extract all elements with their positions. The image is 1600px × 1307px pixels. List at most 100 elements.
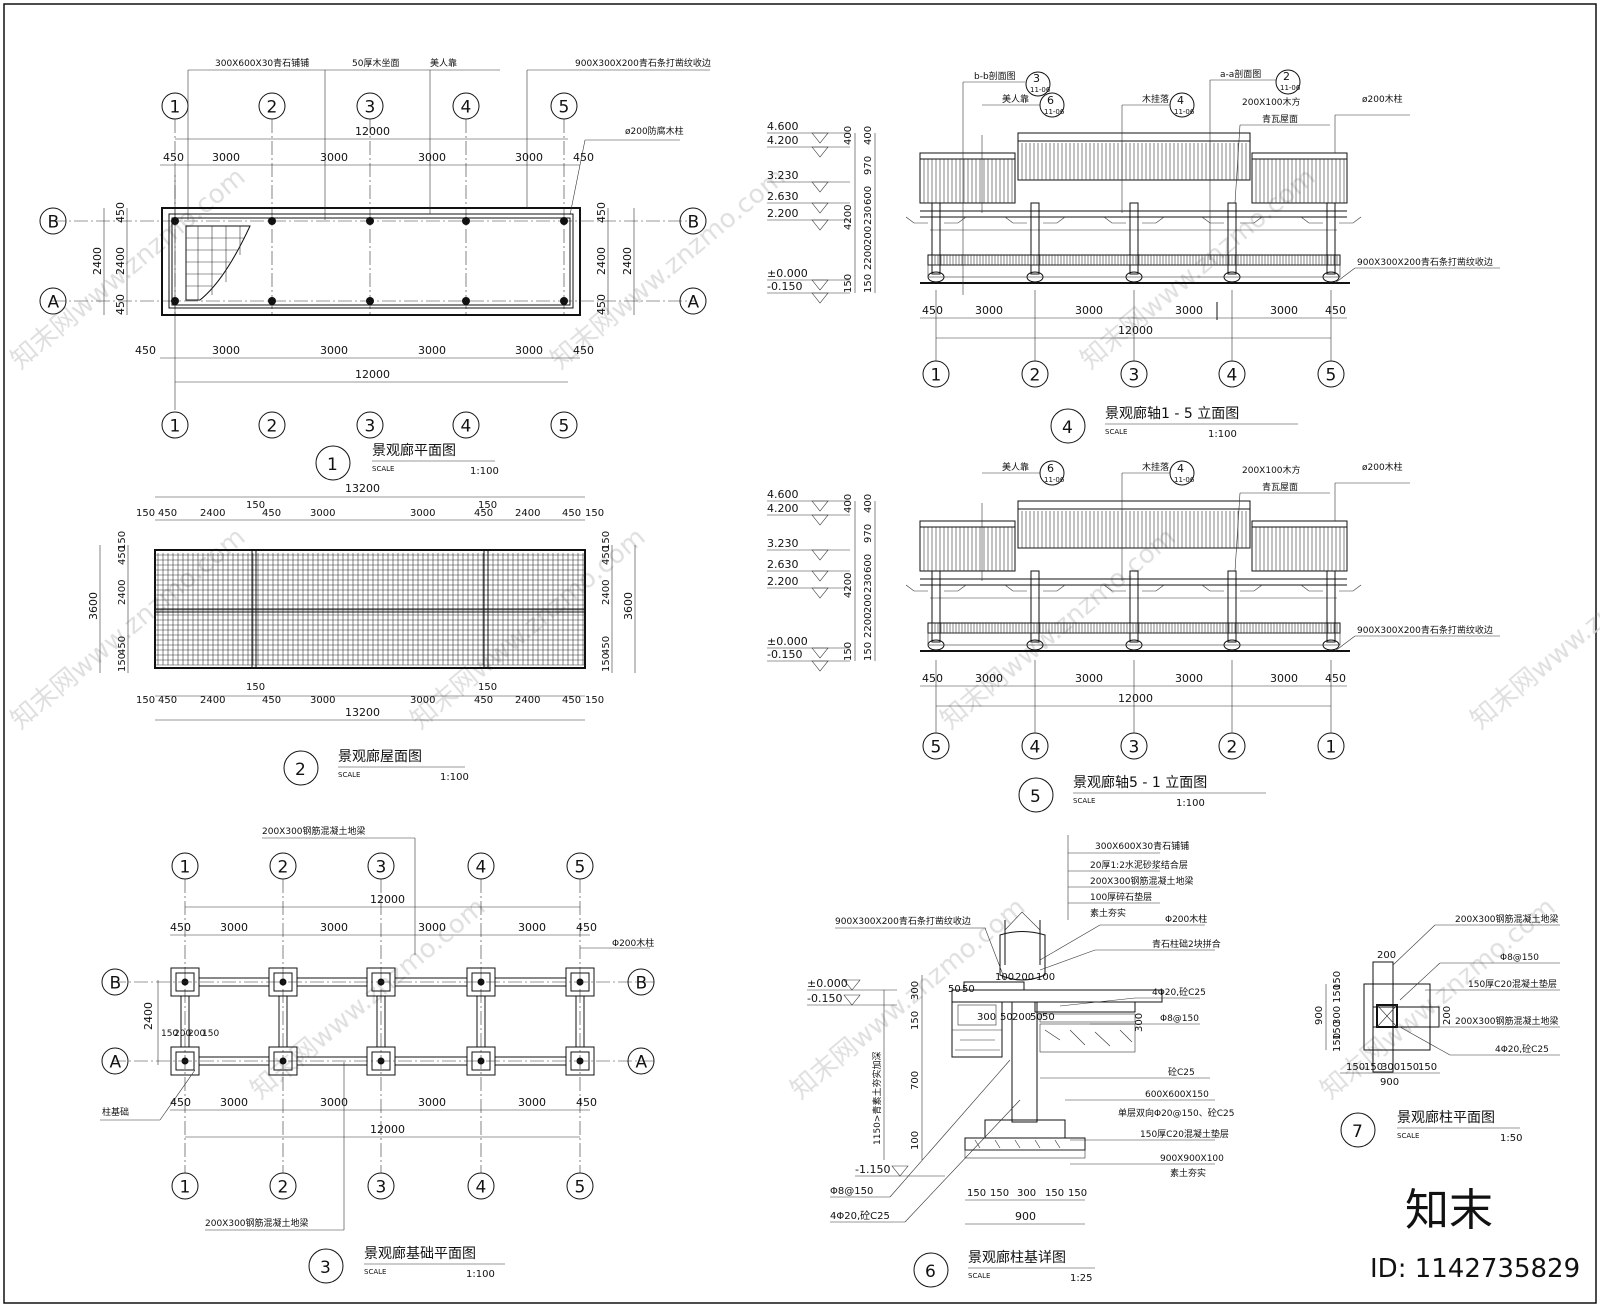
view-title-block: 2 景观廊屋面图 SCALE 1:100 <box>283 748 469 786</box>
dim-side: 450 <box>595 202 608 223</box>
view-number-circle <box>1050 408 1086 444</box>
level-text: ±0.000 <box>767 267 808 280</box>
callout: ø200木柱 <box>1362 93 1403 105</box>
axis-circle <box>452 411 480 439</box>
scale-label: SCALE <box>1105 428 1127 436</box>
axis-letter-right: B <box>636 974 648 994</box>
view-title-block: 3 景观廊基础平面图 SCALE 1:100 <box>308 1245 505 1284</box>
dim-bay: 2400 <box>200 508 225 519</box>
detail-label: 单层双向Φ20@150、砼C25 <box>1118 1107 1234 1119</box>
sheet-ref: 11-06 <box>1030 86 1051 94</box>
dim-bay: 2400 <box>515 508 540 519</box>
dim-side: 450 <box>595 294 608 315</box>
dim-bay: 3000 <box>212 151 240 164</box>
detail-label-left: 900X300X200青石条打凿纹收边 <box>835 915 971 927</box>
level-marker <box>811 549 829 561</box>
bracket <box>905 584 967 592</box>
axis-number-top: 3 <box>365 98 376 118</box>
dim-bay: 3000 <box>418 151 446 164</box>
axis-number: 5 <box>931 738 942 758</box>
callout: 青瓦屋面 <box>1262 113 1298 125</box>
level-text: ±0.000 <box>807 977 848 990</box>
watermark-id: ID: 1142735829 <box>1370 1254 1580 1284</box>
roof-low-left <box>919 152 1016 204</box>
level-text: 2.630 <box>767 190 799 203</box>
bracket <box>905 216 967 224</box>
scale-value: 1:100 <box>466 1269 495 1280</box>
dim-900-left: 900 <box>1314 1006 1325 1025</box>
axis-number-top: 2 <box>267 98 278 118</box>
axis-number-top: 1 <box>180 858 191 878</box>
dim-bay: 3000 <box>320 921 348 934</box>
view-7-column-plan: 200 200X300钢筋混凝土地梁 Φ8@150 150厚C20混凝土垫层 2… <box>1314 913 1560 1148</box>
bracket <box>1201 584 1263 592</box>
view-title: 景观廊屋面图 <box>338 748 422 765</box>
view-title: 景观廊基础平面图 <box>364 1245 476 1262</box>
bottom-dim: 150 <box>990 1188 1009 1199</box>
detail-label: 4Φ20,砼C25 <box>1152 986 1206 998</box>
axis-number-bottom: 4 <box>461 417 472 437</box>
axis-number: 1 <box>1326 738 1337 758</box>
detail-label: 600X600X150 <box>1145 1090 1209 1100</box>
label-beam-bottom: 200X300钢筋混凝土地梁 <box>205 1217 309 1229</box>
dim-side: 450 <box>601 636 612 655</box>
watermark: 知末网www.znzmo.com <box>245 892 491 1105</box>
label-column: Φ200木柱 <box>612 937 654 949</box>
axis-circle <box>101 968 129 996</box>
dim-side: 450 <box>114 202 127 223</box>
axis-number: 4 <box>1030 738 1041 758</box>
view-number: 1 <box>327 455 338 475</box>
axis-circle <box>679 287 707 315</box>
section-num: 2 <box>1283 70 1290 83</box>
foundation-grid <box>170 967 595 1076</box>
scale-value: 1:25 <box>1070 1273 1092 1284</box>
dim-bay: 450 <box>474 695 493 706</box>
dim-bay: 3000 <box>518 921 546 934</box>
label-wood-seat: 50厚木坐面 <box>352 57 399 69</box>
view-number: 7 <box>1352 1122 1363 1142</box>
small-dim: 50 <box>1042 1012 1055 1023</box>
column-dot <box>171 297 179 305</box>
level-text: 2.200 <box>767 575 799 588</box>
callout-num: 6 <box>1047 94 1054 107</box>
view-number: 5 <box>1030 787 1041 807</box>
wood-column <box>1227 570 1237 643</box>
level-text: 3.230 <box>767 537 799 550</box>
axis-number: 3 <box>1129 738 1140 758</box>
detail-label: 900X900X100 <box>1160 1154 1224 1164</box>
axis-letter-left: A <box>48 293 60 313</box>
view-number: 4 <box>1062 418 1073 438</box>
axis-circle <box>679 207 707 235</box>
callout-leader <box>1234 492 1241 572</box>
axis-circle <box>258 411 286 439</box>
dim-bay: 3000 <box>212 344 240 357</box>
dim-bay: 3000 <box>1175 304 1203 317</box>
callout: 木挂落 <box>1142 93 1169 105</box>
dim-bay: 450 <box>158 508 177 519</box>
detail-label-bottom: Φ8@150 <box>830 1186 873 1197</box>
plan-outline <box>161 207 581 316</box>
axis-circle <box>39 207 67 235</box>
small-dim: 300 <box>977 1012 996 1023</box>
bench <box>927 254 1341 266</box>
bracket <box>1300 216 1362 224</box>
sheet-ref: 11-06 <box>1044 476 1065 484</box>
dim-bay: 3000 <box>515 344 543 357</box>
column-dot <box>171 217 179 225</box>
scale-label: SCALE <box>338 771 360 779</box>
axis-number-bottom: 3 <box>376 1178 387 1198</box>
dim-bay: 150 <box>585 695 604 706</box>
dim-bay: 450 <box>562 508 581 519</box>
small-dim: 200 <box>1015 972 1034 983</box>
dim-bay: 450 <box>1325 304 1346 317</box>
dim-bay: 450 <box>170 1096 191 1109</box>
sheet-ref: 11-06 <box>1044 108 1065 116</box>
dim-bay: 3000 <box>518 1096 546 1109</box>
bracket <box>1103 216 1165 224</box>
view-title-block: 1 景观廊平面图 SCALE 1:100 <box>315 442 499 481</box>
dim-side: 2400 <box>601 580 612 605</box>
axis-letter-right: A <box>688 293 700 313</box>
axis-number: 2 <box>1030 366 1041 386</box>
